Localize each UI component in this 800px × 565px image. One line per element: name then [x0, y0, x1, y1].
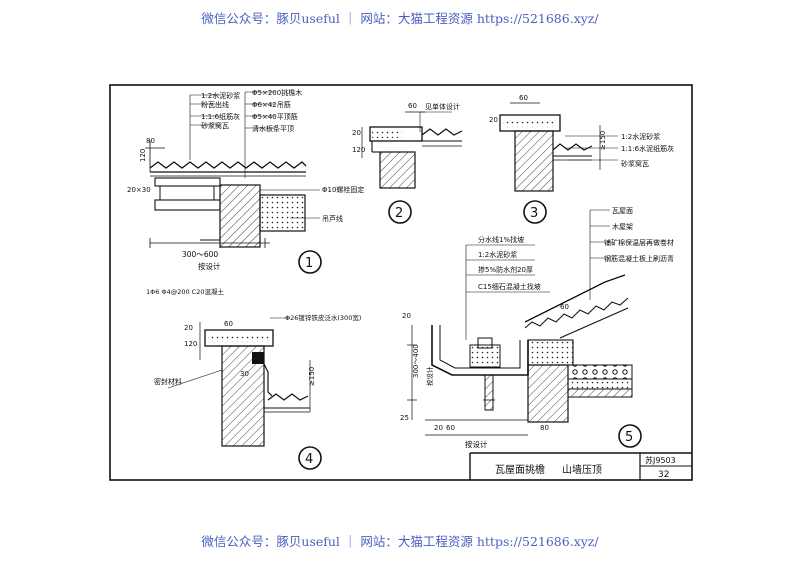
- d1-number-circle: [298, 250, 322, 274]
- d4-dim: 20: [184, 324, 193, 332]
- d5-number: 5: [625, 430, 633, 445]
- d5-label: 瓦屋面: [612, 207, 633, 215]
- watermark-bottom: 微信公众号：豚贝useful ｜ 网站：大猫工程资源 https://52168…: [201, 534, 599, 549]
- d5-dim: 80: [540, 424, 549, 432]
- d1-label: 1:2水泥砂浆: [201, 91, 240, 100]
- d5-dim: 20: [402, 312, 411, 320]
- d5-label: 掺5%防水剂20厚: [478, 265, 533, 274]
- d3-dim: 60: [519, 94, 528, 102]
- d4-number-circle: [298, 446, 322, 470]
- detail-4: 1Φ6 Φ4@200 C20混凝土 Φ26镀锌铁皮泛水(300宽) 密封材料 6…: [146, 287, 361, 470]
- page-number: 32: [658, 470, 669, 480]
- d3-number: 3: [530, 206, 538, 221]
- d2-label: 见单体设计: [425, 102, 460, 111]
- d5-wall: [527, 364, 569, 423]
- d1-dim: 20×30: [127, 186, 151, 194]
- d5-dim: 20: [434, 424, 443, 432]
- d5-label: 木屋架: [612, 222, 633, 231]
- d1-label: Φ5×200挑檐木: [252, 88, 302, 97]
- d2-number: 2: [395, 206, 403, 221]
- d5-dim: 60: [560, 303, 569, 311]
- d5-number-circle: [618, 424, 642, 448]
- d3-dim: 20: [489, 116, 498, 124]
- d4-dim: 60: [224, 320, 233, 328]
- d1-dim: 120: [139, 149, 147, 162]
- drawing-frame: [109, 84, 693, 481]
- d1-label: 1:1:6纸筋灰: [201, 112, 240, 121]
- d2-dim: 20: [352, 129, 361, 137]
- d1-label: Φ10螺栓固定: [322, 185, 364, 194]
- d3-dim: ≥150: [599, 131, 607, 150]
- d5-dim: 25: [400, 414, 409, 422]
- d5-label: 1:2水泥砂浆: [478, 250, 517, 259]
- d1-label: 按设计: [198, 261, 221, 271]
- d4-number: 4: [305, 452, 313, 467]
- d2-dim: 120: [352, 146, 365, 154]
- d3-label: 1:2水泥砂浆: [621, 132, 660, 141]
- d5-label: 按设计: [465, 439, 488, 449]
- d3-label: 1:1:6水泥纸筋灰: [621, 144, 674, 153]
- d5-label: 钢筋混凝土板上刷沥青: [604, 254, 674, 263]
- d5-label: C15细石混凝土找坡: [478, 282, 541, 291]
- d1-label: 砂浆窝瓦: [201, 121, 229, 130]
- d1-label: Φ5×40平顶筋: [252, 112, 298, 121]
- d1-wall: [219, 184, 261, 248]
- drawing-code: 苏J9503: [645, 455, 676, 465]
- watermark-top: 微信公众号：豚贝useful ｜ 网站：大猫工程资源 https://52168…: [201, 11, 599, 26]
- d1-label: Φ6×42吊筋: [252, 100, 291, 109]
- detail-3: 1:2水泥砂浆 1:1:6水泥纸筋灰 砂浆窝瓦 60 20 ≥150 3: [489, 94, 674, 224]
- d1-label: 吊芦线: [322, 214, 343, 223]
- title-left: 瓦屋面挑檐: [495, 463, 545, 476]
- d2-dim: 60: [408, 102, 417, 110]
- d1-dim: 80: [146, 137, 155, 145]
- d5-tile-roof: [524, 274, 626, 323]
- d3-number-circle: [523, 200, 547, 224]
- detail-2: 见单体设计 60 20 120 2: [352, 102, 463, 224]
- d5-label: 铺矿棉保温层再做卷材: [604, 238, 674, 247]
- d2-wall: [379, 151, 416, 189]
- d5-dim: 300～400: [412, 344, 420, 378]
- title-right: 山墙压顶: [562, 463, 602, 476]
- d4-label: 1Φ6 Φ4@200 C20混凝土: [146, 287, 224, 296]
- d4-label: Φ26镀锌铁皮泛水(300宽): [285, 313, 361, 322]
- d5-label: 分水线1%找坡: [478, 235, 524, 244]
- d3-wall: [514, 130, 554, 192]
- d2-number-circle: [388, 200, 412, 224]
- d3-label: 砂浆窝瓦: [621, 159, 649, 168]
- d1-label: 清水板条平顶: [252, 124, 294, 133]
- d1-number: 1: [305, 256, 313, 271]
- d1-label: 粉瓦出线: [201, 100, 229, 109]
- d5-dim: 按设计: [425, 366, 434, 386]
- d4-dim: 30: [240, 370, 249, 378]
- d5-dim: 60: [446, 424, 455, 432]
- d4-dim: 120: [184, 340, 197, 348]
- detail-1: 1:2水泥砂浆 粉瓦出线 1:1:6纸筋灰 砂浆窝瓦 Φ5×200挑檐木 Φ6×…: [127, 88, 364, 274]
- d1-dim: 300～600: [182, 250, 218, 259]
- d4-label: 密封材料: [154, 377, 182, 386]
- d4-dim: ≥150: [308, 367, 316, 386]
- title-block: 瓦屋面挑檐 山墙压顶 苏J9503 32: [469, 452, 692, 480]
- detail-5: 分水线1%找坡 1:2水泥砂浆 掺5%防水剂20厚 C15细石混凝土找坡 瓦屋面…: [400, 207, 674, 449]
- d1-tile-roof: [149, 161, 307, 169]
